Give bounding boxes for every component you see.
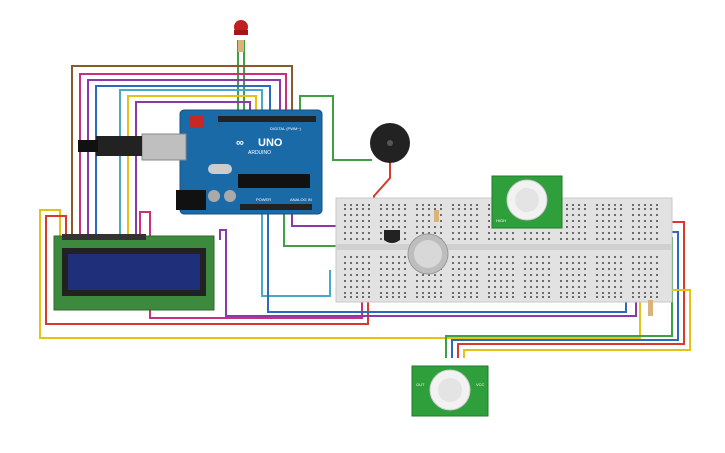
transistor bbox=[384, 230, 400, 243]
arduino-model: UNO bbox=[258, 137, 283, 149]
wire-purple-top bbox=[87, 79, 281, 240]
wire-blue-bottom bbox=[267, 212, 627, 313]
wire-magenta-top bbox=[79, 73, 287, 240]
power-label: POWER bbox=[256, 197, 271, 202]
pir-top-label: HIGH bbox=[496, 218, 506, 223]
digital-label: DIGITAL (PWM~) bbox=[270, 126, 302, 131]
buzzer bbox=[370, 123, 410, 163]
power-jack bbox=[176, 190, 206, 210]
arduino-brand: ARDUINO bbox=[248, 150, 271, 156]
wire-right-yellow bbox=[463, 289, 691, 358]
wire-red-loop bbox=[45, 215, 369, 325]
pir-bottom-vcc: VCC bbox=[476, 382, 485, 387]
wire-buzzer-green bbox=[299, 95, 372, 161]
wire-brown-top bbox=[71, 65, 293, 240]
led bbox=[234, 20, 248, 52]
reset-button bbox=[190, 116, 204, 128]
resistor-breadboard bbox=[434, 210, 439, 222]
pir-bottom-out: OUT bbox=[416, 382, 425, 387]
pir-sensor-bottom: OUT VCC bbox=[411, 365, 489, 417]
wire-blue-top bbox=[95, 85, 271, 240]
wire-purple-lcd bbox=[219, 229, 637, 317]
wire-cyan-bottom bbox=[261, 212, 331, 297]
usb-port bbox=[141, 133, 187, 161]
resistor-right bbox=[648, 300, 653, 316]
svg-text:∞: ∞ bbox=[236, 137, 244, 149]
analog-label: ANALOG IN bbox=[290, 197, 312, 202]
arduino-board: ∞ UNO ARDUINO DIGITAL (PWM~) POWER ANALO… bbox=[78, 109, 323, 215]
gas-sensor bbox=[407, 233, 449, 275]
atmega-chip bbox=[238, 174, 310, 188]
wire-cyan-top bbox=[119, 89, 263, 240]
pir-sensor-top: HIGH bbox=[491, 175, 563, 229]
wire-yellow-top bbox=[127, 95, 257, 240]
wire-purple-top2 bbox=[135, 101, 251, 240]
lcd-screen bbox=[68, 254, 200, 290]
lcd-display bbox=[53, 234, 215, 311]
resistor-led bbox=[238, 40, 244, 52]
